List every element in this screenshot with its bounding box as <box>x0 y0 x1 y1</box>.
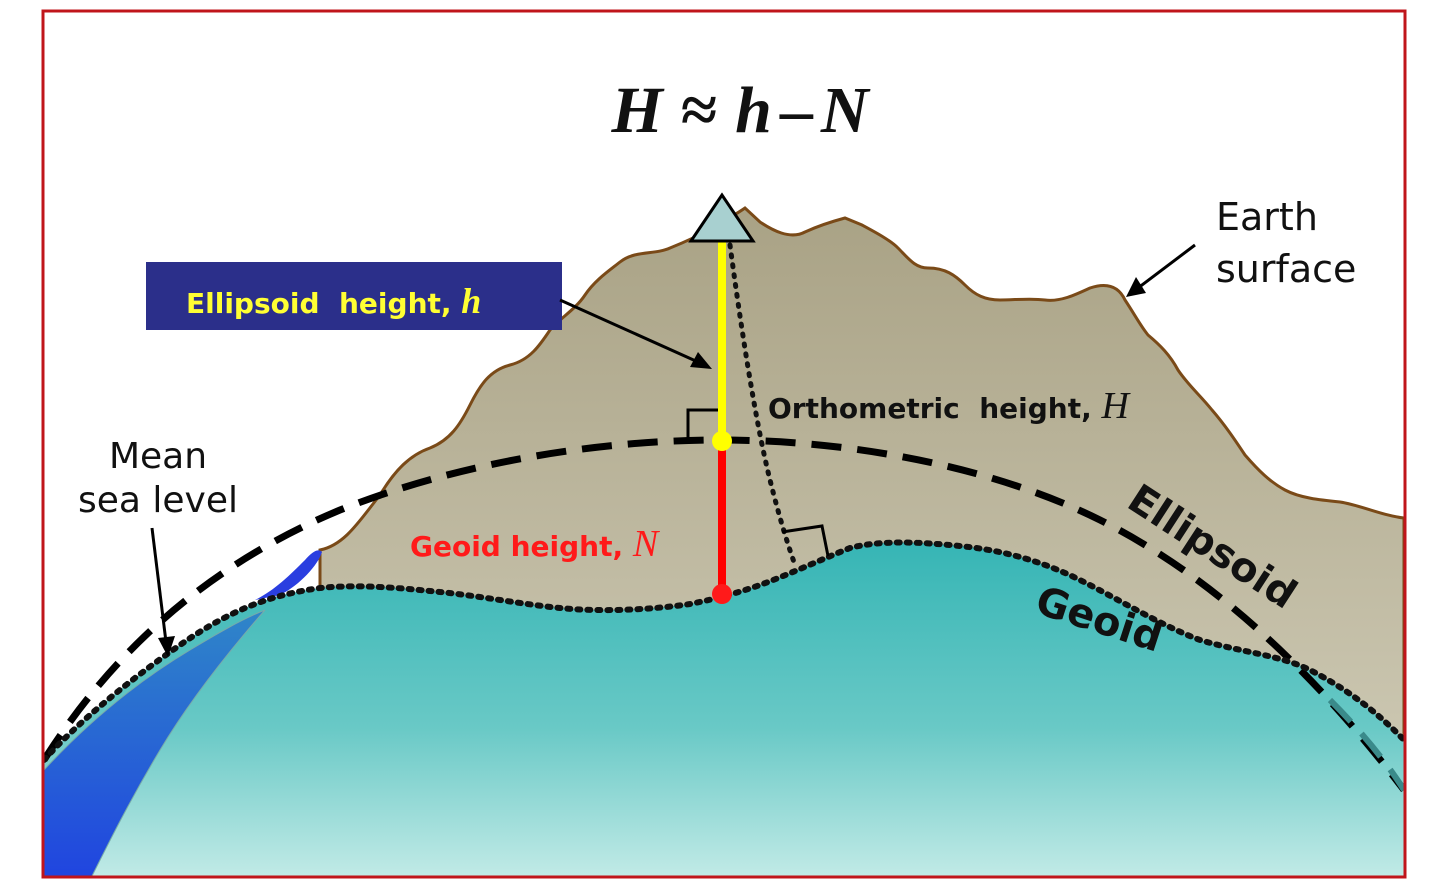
formula-approx: ≈ <box>681 74 717 147</box>
geoid-point <box>712 584 732 604</box>
ellipsoid-height-text: Ellipsoid height, <box>186 287 461 320</box>
arrowhead-icon <box>1126 277 1146 297</box>
arrowhead-icon <box>690 352 712 369</box>
ellipsoid-height-symbol: h <box>461 281 481 321</box>
earth-surface-label-line1: Earth <box>1216 195 1318 239</box>
formula-lhs: H <box>611 74 666 147</box>
geoid-height-label: Geoid height, N <box>410 523 661 565</box>
earth-surface-arrow <box>1137 243 1196 290</box>
geoid-height-text: Geoid height, <box>410 530 633 563</box>
sea-water-top <box>255 550 322 600</box>
ellipsoid-height-arrow <box>559 298 699 364</box>
right-angle-geoid-marker <box>781 524 830 557</box>
ellipsoid-height-label: Ellipsoid height, h <box>186 281 481 321</box>
orthometric-height-symbol: H <box>1100 385 1131 427</box>
orthometric-height-text: Orthometric height, <box>768 392 1101 425</box>
mean-sea-level-label-line2: sea level <box>78 480 238 521</box>
geoid-curve <box>44 539 1404 763</box>
formula-h: h <box>735 74 772 147</box>
orthometric-height-label: Orthometric height, H <box>768 385 1131 427</box>
sea-water <box>44 609 266 876</box>
mean-sea-level-label-line1: Mean <box>109 436 207 477</box>
orthometric-height-line <box>727 242 798 568</box>
geoid-height-symbol: N <box>632 523 661 565</box>
formula-minus: – <box>779 74 814 147</box>
triangle-station-icon <box>688 192 756 243</box>
mean-sea-level-arrow <box>150 527 168 643</box>
ellipsoid-height-label-box <box>146 262 562 330</box>
arrowhead-icon <box>158 636 175 657</box>
ellipsoid-curve-faded <box>1327 697 1404 792</box>
formula: H≈h–N <box>611 74 871 147</box>
formula-n: N <box>820 74 871 147</box>
ocean-body <box>44 542 1404 876</box>
right-angle-ellipsoid-marker <box>686 408 718 440</box>
ellipsoid-point <box>712 431 732 451</box>
frame-border <box>41 9 1407 879</box>
earth-surface-label-line2: surface <box>1216 247 1356 291</box>
